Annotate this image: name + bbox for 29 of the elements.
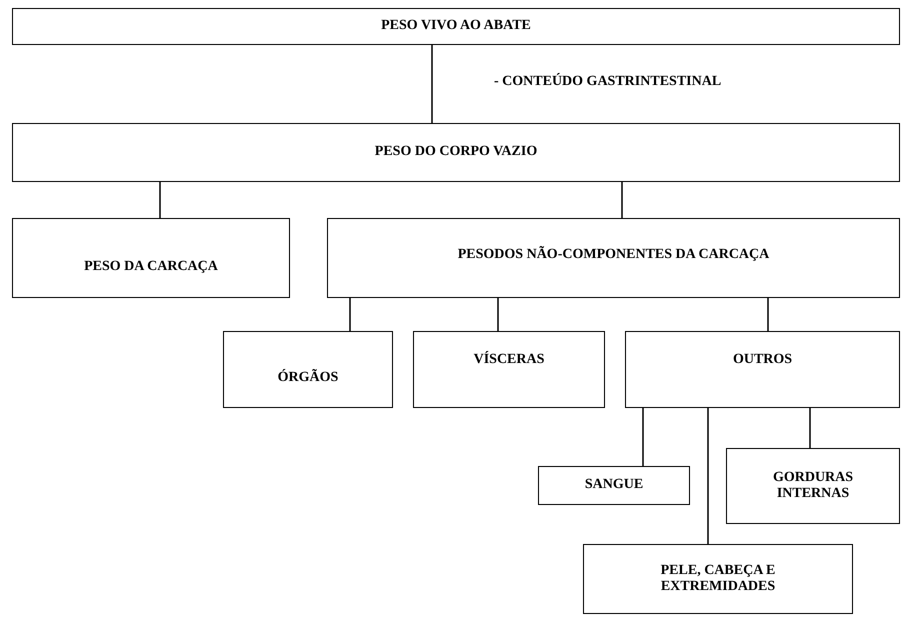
connector-line xyxy=(431,45,433,123)
box-label: PESODOS NÃO-COMPONENTES DA CARCAÇA xyxy=(458,247,770,264)
box-label: GORDURAS INTERNAS xyxy=(772,470,854,502)
connector-line xyxy=(767,298,769,331)
connector-line xyxy=(707,408,709,544)
box-label: VÍSCERAS xyxy=(474,352,544,368)
category-box xyxy=(12,218,290,298)
category-box xyxy=(327,218,900,298)
box-label: PESO DA CARCAÇA xyxy=(84,259,218,276)
connector-line xyxy=(497,298,499,331)
connector-line xyxy=(642,408,644,466)
category-box xyxy=(12,8,900,45)
box-label: PELE, CABEÇA E EXTREMIDADES xyxy=(660,562,776,596)
category-box xyxy=(12,123,900,182)
connector-line xyxy=(349,298,351,331)
box-label: SANGUE xyxy=(584,477,644,494)
box-label: ÓRGÃOS xyxy=(278,370,338,386)
category-box xyxy=(538,466,690,505)
connector-line xyxy=(159,182,161,218)
category-box xyxy=(413,331,605,408)
category-box xyxy=(726,448,900,524)
category-box xyxy=(583,544,853,614)
category-box xyxy=(625,331,900,408)
category-box xyxy=(223,331,393,408)
box-label: PESO DO CORPO VAZIO xyxy=(374,144,538,161)
connector-line xyxy=(809,408,811,448)
box-label: PESO VIVO AO ABATE xyxy=(381,18,531,35)
box-label: OUTROS xyxy=(732,352,792,368)
connector-line xyxy=(621,182,623,218)
